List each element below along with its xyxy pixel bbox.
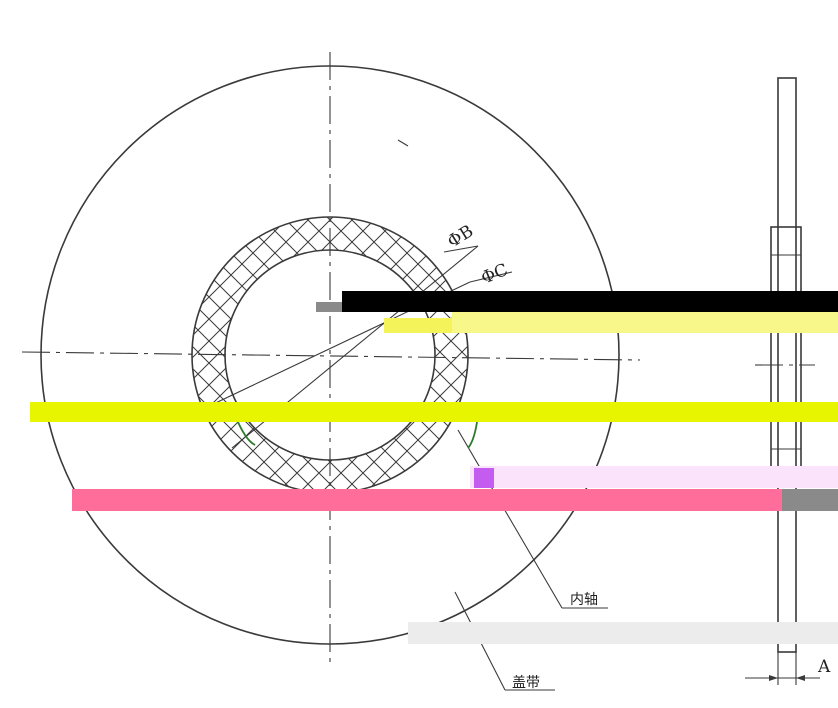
- dia-c-shelf: [469, 271, 513, 283]
- dia-c-label: ΦC: [478, 260, 510, 289]
- tick-mark: [397, 139, 409, 147]
- artifact-band-lavender: [470, 466, 838, 488]
- artifact-block-gray: [316, 302, 342, 312]
- dim-a-arrow: [769, 675, 778, 681]
- cover-strip-label: 盖带: [512, 675, 540, 691]
- artifact-band-pink: [72, 489, 782, 511]
- artifact-band-gray: [782, 489, 838, 511]
- inner-shaft-label: 内轴: [570, 592, 598, 608]
- artifact-band-lime: [30, 402, 838, 422]
- inner-shaft-leader: [457, 429, 563, 609]
- artifact-band-black: [342, 291, 838, 312]
- dim-a-arrow: [796, 675, 805, 681]
- side-view-disc: [777, 77, 797, 653]
- dim-a-label: A: [817, 657, 831, 677]
- artifact-band-yellow: [452, 312, 838, 333]
- artifact-block-cyan: [474, 468, 494, 488]
- dia-b-shelf: [443, 245, 479, 253]
- horizontal-centerline: [21, 351, 641, 361]
- artifact-block-yellow: [384, 318, 452, 333]
- artifact-band-lightgray: [408, 622, 838, 644]
